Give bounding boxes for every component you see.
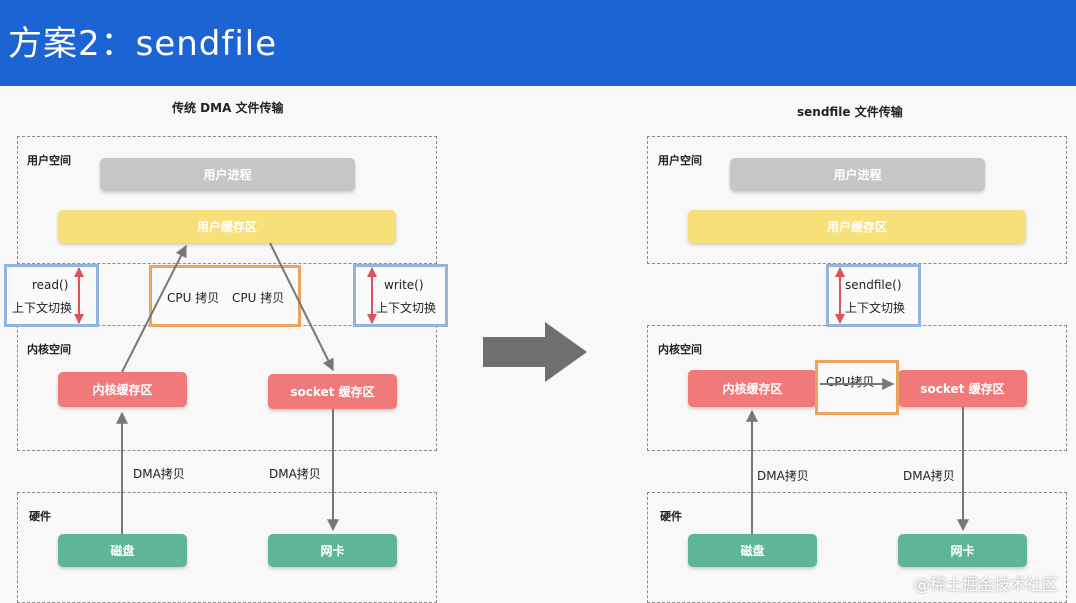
right-user-buffer-block: 用户缓存区	[688, 210, 1026, 243]
right-dma-copy-label-1: DMA拷贝	[757, 469, 809, 483]
left-dma-copy-label-1: DMA拷贝	[133, 467, 185, 481]
right-kernel-space-label: 内核空间	[658, 343, 702, 356]
right-user-space-label: 用户空间	[658, 154, 702, 167]
left-diagram-title: 传统 DMA 文件传输	[172, 101, 284, 115]
left-disk-block: 磁盘	[58, 534, 187, 567]
right-dma-copy-label-2: DMA拷贝	[903, 469, 955, 483]
left-read-call-label: read()	[32, 278, 69, 292]
right-user-process-block: 用户进程	[730, 158, 985, 191]
left-user-space-label: 用户空间	[27, 154, 71, 167]
right-hardware-label: 硬件	[660, 510, 682, 523]
right-diagram-title: sendfile 文件传输	[797, 105, 903, 119]
left-kernel-buffer-block: 内核缓存区	[58, 372, 187, 407]
right-sendfile-switch-label: 上下文切换	[845, 301, 906, 315]
left-cpu-copy-label-1: CPU 拷贝	[167, 291, 220, 305]
watermark: @稀土掘金技术社区	[913, 575, 1058, 594]
left-hardware-label: 硬件	[29, 510, 51, 523]
left-write-switch-label: 上下文切换	[376, 301, 437, 315]
left-write-call-label: write()	[384, 278, 424, 292]
left-cpu-copy-label-2: CPU 拷贝	[232, 291, 285, 305]
left-kernel-space-label: 内核空间	[27, 343, 71, 356]
right-sendfile-call-label: sendfile()	[845, 278, 902, 292]
left-nic-block: 网卡	[268, 534, 397, 567]
left-read-switch-label: 上下文切换	[12, 301, 73, 315]
left-socket-buffer-block: socket 缓存区	[268, 374, 397, 409]
left-cpu-copy-callout	[149, 265, 301, 327]
right-user-space-zone	[647, 136, 1067, 264]
right-kernel-buffer-block: 内核缓存区	[688, 370, 817, 407]
left-kernel-to-user-arrow	[121, 244, 187, 373]
left-user-buffer-block: 用户缓存区	[58, 210, 396, 243]
right-cpu-copy-label: CPU拷贝	[826, 375, 875, 389]
left-user-process-block: 用户进程	[100, 158, 355, 191]
left-user-to-socket-arrow	[269, 242, 334, 372]
right-nic-block: 网卡	[898, 534, 1027, 567]
slide-header: 方案2：sendfile	[0, 0, 1076, 86]
slide-title: 方案2：sendfile	[8, 24, 278, 64]
transition-arrow-icon	[483, 322, 587, 382]
right-socket-buffer-block: socket 缓存区	[898, 370, 1027, 407]
right-disk-block: 磁盘	[688, 534, 817, 567]
left-user-space-zone	[17, 136, 437, 264]
left-dma-copy-label-2: DMA拷贝	[269, 467, 321, 481]
